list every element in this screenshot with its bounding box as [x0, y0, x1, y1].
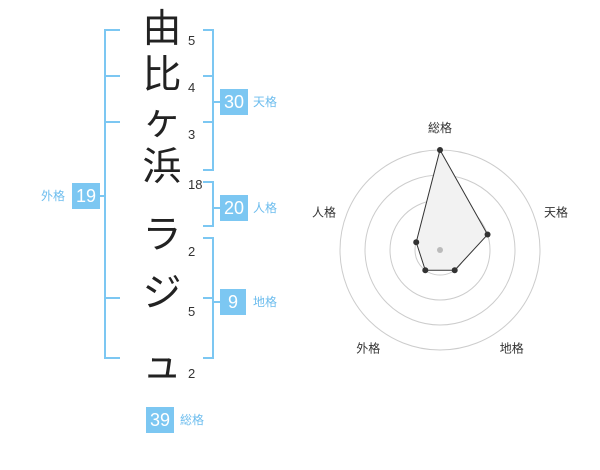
stroke-count-6: 5 [188, 304, 196, 319]
radar-axis-label-1: 総格 [428, 120, 452, 135]
name-char-7: ュ [142, 343, 182, 388]
tenkaku-label: 天格 [253, 95, 278, 109]
radar-axis-label-2: 天格 [544, 204, 568, 219]
jinkaku-badge: 20 [220, 195, 248, 221]
soukaku-label: 総格 [180, 413, 205, 427]
chikaku-label: 地格 [253, 295, 278, 309]
stroke-count-1: 5 [188, 33, 196, 48]
gaikaku-label: 外格 [41, 189, 66, 203]
tenkaku-badge: 30 [220, 89, 248, 115]
radar-axis-label-3: 地格 [500, 341, 524, 356]
radar-axis-label-4: 外格 [356, 341, 380, 356]
name-char-2: 比 [142, 53, 182, 98]
stroke-count-4: 18 [188, 177, 203, 192]
stroke-count-7: 2 [188, 366, 196, 381]
soukaku-badge: 39 [146, 407, 174, 433]
gaikaku-badge: 19 [72, 183, 100, 209]
jinkaku-label: 人格 [253, 201, 278, 215]
chikaku-badge: 9 [220, 289, 246, 315]
radar-point-1 [437, 147, 443, 153]
stroke-count-3: 3 [188, 127, 196, 142]
name-char-6: ジ [142, 271, 182, 316]
radar-polygon [415, 148, 489, 271]
radar-point-4 [422, 267, 429, 274]
radar-point-3 [451, 267, 458, 274]
stroke-count-5: 2 [188, 244, 196, 259]
name-char-4: 浜 [142, 145, 182, 190]
radar-axis-label-5: 人格 [312, 204, 336, 219]
name-char-5: ラ [142, 213, 182, 258]
stroke-count-2: 4 [188, 80, 196, 95]
radar-point-2 [484, 231, 491, 238]
radar-center [437, 247, 443, 253]
name-char-3: ヶ [142, 99, 182, 144]
radar-point-5 [413, 239, 420, 246]
name-char-1: 由 [142, 7, 182, 52]
